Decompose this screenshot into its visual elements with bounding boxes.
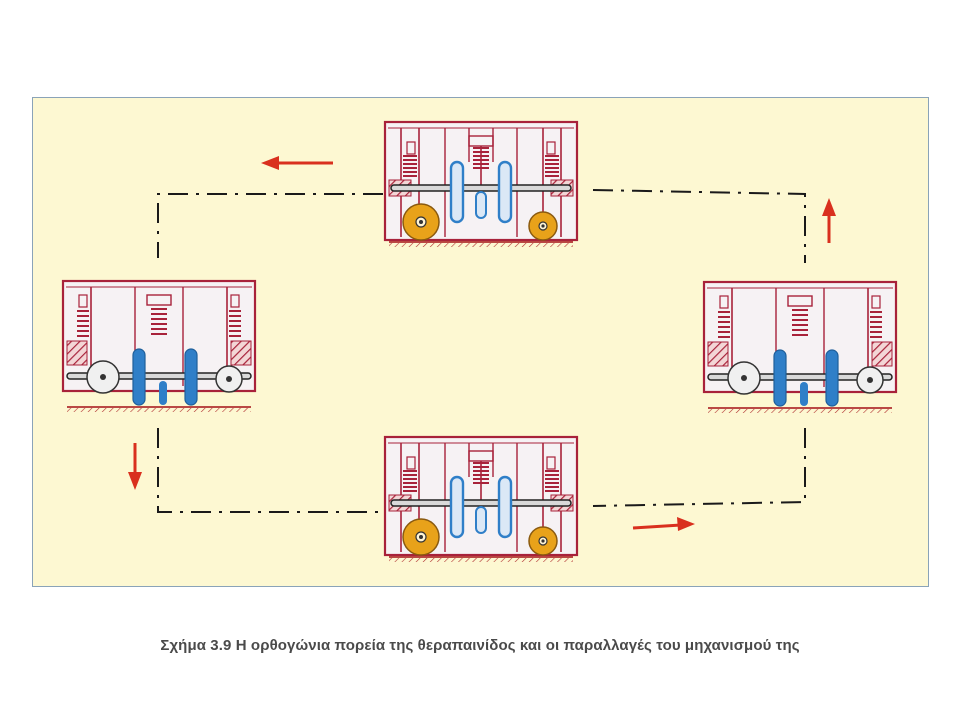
arrow-right-icon <box>632 517 695 531</box>
automaton-left <box>61 279 257 414</box>
rectangular-path <box>157 189 806 513</box>
automaton-right <box>702 280 898 415</box>
figure-caption: Σχήμα 3.9 Η ορθογώνια πορεία της θεραπαι… <box>160 637 800 654</box>
automaton-bottom <box>383 435 579 564</box>
arrow-left-icon <box>261 156 333 170</box>
arrow-down-icon <box>128 443 142 490</box>
automaton-top <box>383 120 579 249</box>
arrow-up-icon <box>822 198 836 243</box>
mechanism-diagram <box>61 120 898 564</box>
figure-panel <box>32 97 929 587</box>
